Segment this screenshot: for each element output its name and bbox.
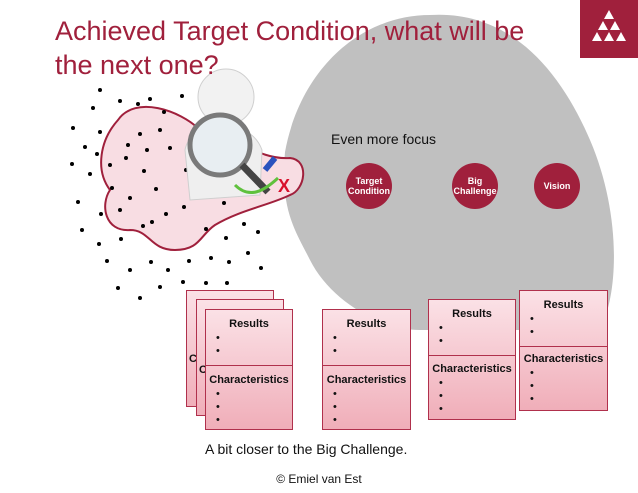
characteristics-heading: Characteristics	[326, 374, 407, 386]
focus-blob	[284, 14, 614, 330]
results-card-4: Results • • Characteristics • • •	[519, 290, 608, 411]
characteristics-heading: Characteristics	[209, 374, 289, 386]
results-heading: Results	[229, 318, 269, 330]
caption: A bit closer to the Big Challenge.	[205, 441, 408, 457]
characteristics-heading: Characteristics	[432, 363, 512, 375]
focus-text: Even more focus	[331, 131, 437, 147]
figure-with-magnifier	[184, 68, 280, 201]
results-heading: Results	[346, 318, 387, 330]
results-heading: Results	[452, 308, 492, 320]
characteristics-heading: Characteristics	[523, 353, 604, 365]
vision-circle	[534, 163, 580, 209]
page-title: Achieved Target Condition, what will be …	[55, 16, 525, 80]
target-condition-circle	[346, 163, 392, 209]
results-card-3: Results • • Characteristics • • •	[428, 299, 516, 420]
copyright: © Emiel van Est	[276, 472, 362, 486]
results-card-2: Results • • Characteristics • • •	[322, 309, 411, 430]
logo	[580, 0, 638, 58]
results-heading: Results	[543, 299, 584, 311]
results-card-1: Results • • Characteristics • • •	[205, 309, 293, 430]
big-challenge-circle	[452, 163, 498, 209]
vision-label: Vision	[543, 181, 571, 191]
scatter-dots	[70, 88, 263, 300]
x-marker: X	[278, 176, 291, 196]
